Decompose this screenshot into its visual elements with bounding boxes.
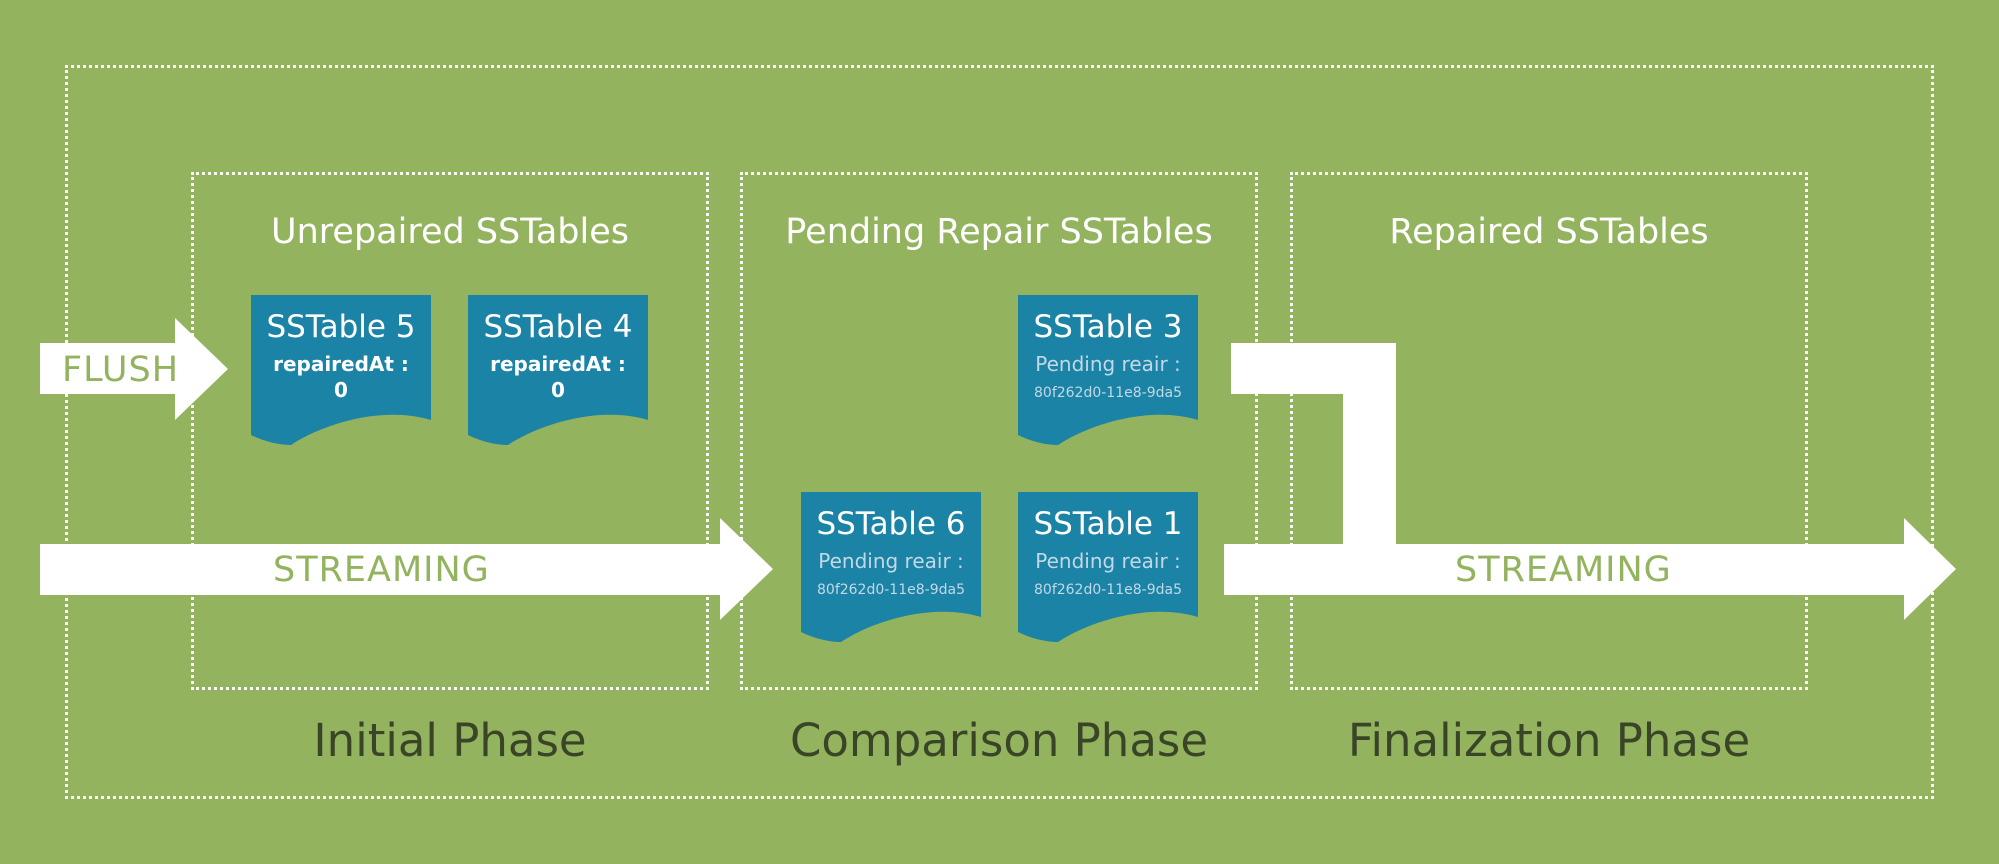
streaming-out-label: STREAMING <box>1455 550 1672 590</box>
sstable-name: SSTable 6 <box>816 506 966 542</box>
pending-title: Pending Repair SSTables <box>785 212 1213 252</box>
streaming-out-arrow <box>1224 518 1956 620</box>
sstable-4: SSTable 4 repairedAt : 0 <box>468 295 648 455</box>
sstable-value: 80f262d0-11e8-9da5 <box>1034 385 1182 401</box>
sstable-shape <box>251 295 431 445</box>
sstable-value: 80f262d0-11e8-9da5 <box>1034 582 1182 598</box>
unrepaired-region <box>191 172 709 690</box>
sstable-value: 0 <box>551 378 565 402</box>
sstable-field: repairedAt : <box>273 352 409 376</box>
unrepaired-title: Unrepaired SSTables <box>270 212 629 252</box>
sstable-value: 80f262d0-11e8-9da5 <box>817 582 965 598</box>
sstable-name: SSTable 1 <box>1033 506 1183 542</box>
flush-label: FLUSH <box>62 350 180 390</box>
sstable-field: repairedAt : <box>490 352 626 376</box>
sstable-shape <box>801 492 981 642</box>
sstable-name: SSTable 3 <box>1033 309 1183 345</box>
sstable-3: SSTable 3 Pending reair : 80f262d0-11e8-… <box>1018 295 1198 455</box>
sstable-field: Pending reair : <box>818 549 964 573</box>
finalize-connector <box>1231 343 1396 544</box>
flush-arrow <box>40 318 228 420</box>
repaired-title: Repaired SSTables <box>1389 212 1709 252</box>
streaming-in-arrow <box>40 518 773 620</box>
sstable-shape <box>1018 492 1198 642</box>
repaired-region <box>1290 172 1808 690</box>
sstable-5: SSTable 5 repairedAt : 0 <box>251 295 431 455</box>
sstable-name: SSTable 4 <box>483 309 633 345</box>
comparison-phase-label: Comparison Phase <box>789 714 1209 767</box>
sstable-field: Pending reair : <box>1035 549 1181 573</box>
sstable-shape <box>468 295 648 445</box>
sstable-field: Pending reair : <box>1035 352 1181 376</box>
initial-phase-label: Initial Phase <box>313 714 587 767</box>
outer-frame <box>65 65 1934 799</box>
sstable-name: SSTable 5 <box>266 309 416 345</box>
sstable-shape <box>1018 295 1198 445</box>
finalization-phase-label: Finalization Phase <box>1347 714 1751 767</box>
streaming-in-label: STREAMING <box>273 550 490 590</box>
sstable-1: SSTable 1 Pending reair : 80f262d0-11e8-… <box>1018 492 1198 652</box>
sstable-6: SSTable 6 Pending reair : 80f262d0-11e8-… <box>801 492 981 652</box>
pending-region <box>740 172 1258 690</box>
sstable-value: 0 <box>334 378 348 402</box>
